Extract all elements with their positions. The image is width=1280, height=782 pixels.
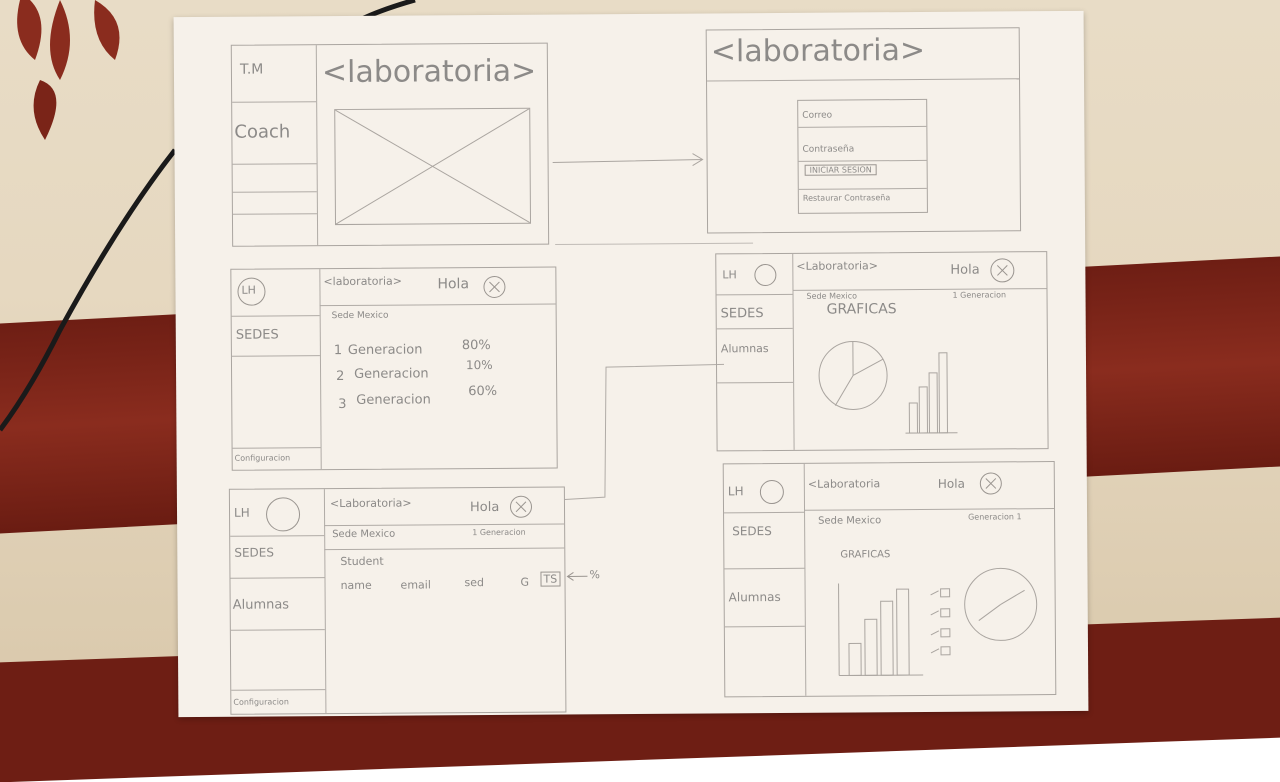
nav-item-alumnas[interactable]: Alumnas <box>233 597 289 612</box>
frame-graficas-detail: LH SEDES Alumnas <Laboratoria Hola Sede … <box>723 461 1057 697</box>
close-icon[interactable] <box>980 472 1002 494</box>
sede-label: Sede Mexico <box>807 291 858 300</box>
nav-item-sedes[interactable]: SEDES <box>721 306 764 321</box>
nav-item-alumnas[interactable]: Alumnas <box>721 342 769 355</box>
frame-sedes: LH SEDES Configuracion <laboratoria> Hol… <box>230 267 557 471</box>
frame-graficas: LH SEDES Alumnas <Laboratoria> Hola Sede… <box>715 251 1048 451</box>
nav-item-alumnas[interactable]: Alumnas <box>729 590 781 604</box>
logo-title: <laboratoria> <box>322 54 537 90</box>
greeting: Hola <box>950 263 979 278</box>
column-header: email <box>400 578 430 591</box>
image-placeholder <box>334 108 531 225</box>
avatar <box>266 497 300 531</box>
nav-item-tm[interactable]: T.M <box>240 62 264 78</box>
chart-legend <box>927 587 968 667</box>
sede-label: Sede Mexico <box>332 529 395 540</box>
nav-item-configuracion[interactable]: Configuracion <box>235 453 291 462</box>
email-field[interactable]: Correo <box>802 111 832 121</box>
sede-label: Sede Mexico <box>818 515 881 526</box>
logo-lh: LH <box>722 268 736 281</box>
percent-annotation: % <box>589 568 600 581</box>
frame-students: LH SEDES Alumnas Configuracion <Laborato… <box>229 486 567 714</box>
avatar <box>754 264 776 286</box>
column-header: G <box>520 576 529 589</box>
generation-label: 1 Generacion <box>472 528 526 537</box>
ts-button[interactable]: TS <box>540 571 560 586</box>
pie-chart <box>962 566 1043 647</box>
arrow-icon <box>565 570 589 582</box>
bar-chart <box>834 573 925 684</box>
greeting: Hola <box>470 500 499 515</box>
table-header-row: name email sed G TS <box>230 487 564 489</box>
logo-title: <Laboratoria> <box>330 497 412 511</box>
reset-password-link[interactable]: Restaurar Contraseña <box>803 193 890 203</box>
generation-label: 1 Generacion <box>952 290 1006 299</box>
login-button[interactable]: INICIAR SESION <box>805 164 877 176</box>
pie-chart <box>817 337 898 418</box>
greeting: Hola <box>437 276 469 292</box>
chart-title: GRAFICAS <box>840 549 890 560</box>
section-label: Student <box>340 555 383 568</box>
frame-login: <laboratoria> Correo Contraseña INICIAR … <box>706 27 1021 233</box>
logo-lh: LH <box>241 284 255 297</box>
nav-item-sedes[interactable]: SEDES <box>234 545 274 559</box>
nav-item-configuracion[interactable]: Configuracion <box>233 697 289 706</box>
generation-row[interactable]: 1 Generacion 80% <box>231 268 555 270</box>
frame-landing: T.M Coach <laboratoria> <box>231 43 549 247</box>
flow-arrow <box>553 149 713 170</box>
logo-lh: LH <box>728 484 744 498</box>
password-field[interactable]: Contraseña <box>802 144 854 154</box>
generation-label: Generacion 1 <box>968 512 1022 521</box>
nav-item-sedes[interactable]: SEDES <box>732 524 772 538</box>
close-icon[interactable] <box>510 496 532 518</box>
logo-lh: LH <box>234 506 250 520</box>
close-icon[interactable] <box>483 276 505 298</box>
column-header: name <box>340 579 371 592</box>
nav-item-coach[interactable]: Coach <box>234 121 290 142</box>
logo-title: <laboratoria> <box>711 33 926 69</box>
sede-label: Sede Mexico <box>332 311 389 321</box>
avatar <box>760 480 784 504</box>
login-form: Correo Contraseña INICIAR SESION Restaur… <box>797 99 928 214</box>
column-header: sed <box>464 576 484 589</box>
logo-title: <laboratoria> <box>323 275 402 289</box>
generation-row[interactable]: 2 Generacion 10% <box>231 268 555 270</box>
close-icon[interactable] <box>990 258 1014 282</box>
nav-item-sedes[interactable]: SEDES <box>236 327 279 342</box>
sketch-paper: T.M Coach <laboratoria> <laboratoria> Co… <box>174 11 1089 717</box>
chart-title: GRAFICAS <box>827 301 897 317</box>
logo-title: <Laboratoria> <box>796 259 878 273</box>
bar-chart <box>899 333 960 443</box>
generation-row[interactable]: 3 Generacion 60% <box>231 268 555 270</box>
greeting: Hola <box>938 477 965 491</box>
logo-title: <Laboratoria <box>808 477 881 491</box>
